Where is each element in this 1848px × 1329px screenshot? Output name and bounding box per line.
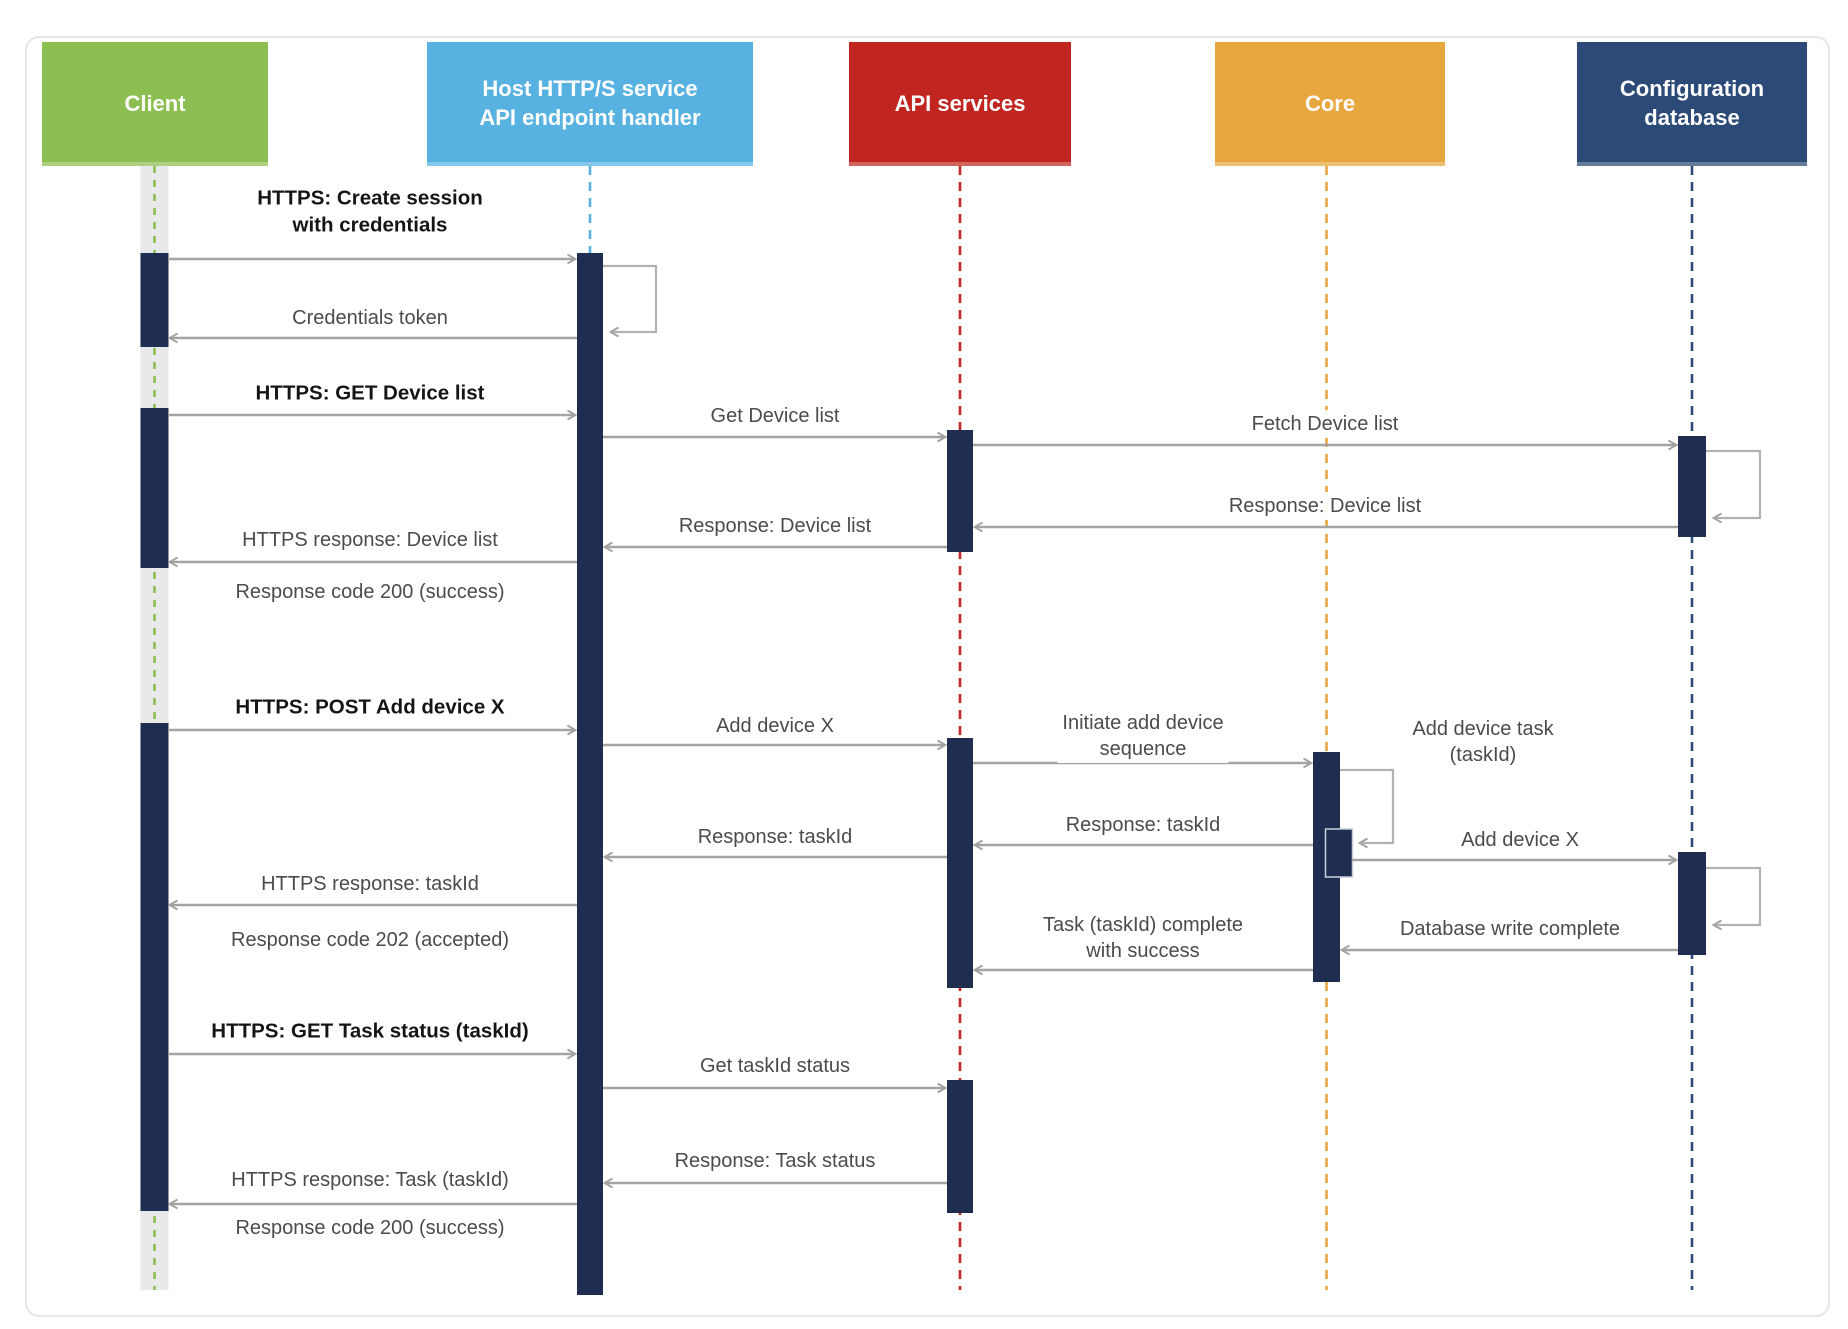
label-https-response-task: HTTPS response: Task (taskId): [226, 1166, 514, 1194]
label-database-write-complete: Database write complete: [1394, 915, 1626, 943]
self-loop-config-fetch: [1706, 449, 1762, 518]
label-response-code-200-b: Response code 200 (success): [230, 1214, 510, 1242]
label-https-get-device-list: HTTPS: GET Device list: [250, 379, 490, 409]
self-loop-host-create-session: [603, 264, 658, 332]
activation-bar-core-nested: [1324, 828, 1354, 878]
activation-bar-api-3: [947, 1080, 973, 1213]
label-credentials-token: Credentials token: [287, 304, 453, 332]
label-response-task-status: Response: Task status: [669, 1147, 881, 1175]
label-https-response-taskid: HTTPS response: taskId: [256, 870, 484, 898]
self-loop-core-add-device-task: [1340, 768, 1395, 843]
activation-bar-client-1: [140, 253, 169, 347]
activation-bar-config-1: [1678, 436, 1706, 537]
label-response-taskid-api: Response: taskId: [692, 823, 858, 851]
label-add-device-task: Add device task (taskId): [1407, 715, 1559, 769]
label-task-complete: Task (taskId) complete with success: [1037, 911, 1249, 965]
activation-bar-api-2: [947, 738, 973, 988]
actor-box-core: Core: [1215, 42, 1445, 166]
label-response-device-list-db: Response: Device list: [1223, 492, 1427, 520]
label-create-session: HTTPS: Create session with credentials: [252, 184, 488, 240]
label-initiate-add-device: Initiate add device sequence: [1057, 709, 1229, 763]
self-loop-config-write: [1706, 866, 1762, 925]
label-add-device-x-host: Add device X: [711, 712, 839, 740]
activation-bar-api-1: [947, 430, 973, 552]
label-https-response-device-list: HTTPS response: Device list: [237, 526, 503, 554]
activation-bar-client-2: [140, 408, 169, 568]
label-response-code-200-a: Response code 200 (success): [230, 578, 510, 606]
actor-box-api: API services: [849, 42, 1071, 166]
label-https-get-task-status: HTTPS: GET Task status (taskId): [206, 1017, 534, 1047]
label-https-post-add-device: HTTPS: POST Add device X: [230, 693, 510, 723]
label-response-code-202: Response code 202 (accepted): [226, 926, 514, 954]
label-fetch-device-list: Fetch Device list: [1246, 410, 1404, 438]
activation-bar-client-3: [140, 723, 169, 1211]
activation-bar-config-2: [1678, 852, 1706, 955]
label-add-device-x-core: Add device X: [1456, 826, 1584, 854]
actor-box-host: Host HTTP/S service API endpoint handler: [427, 42, 753, 166]
actor-box-config: Configuration database: [1577, 42, 1807, 166]
diagram-frame: [25, 36, 1830, 1317]
label-response-device-list-api: Response: Device list: [673, 512, 877, 540]
label-response-taskid-core: Response: taskId: [1060, 811, 1226, 839]
activation-bar-host: [577, 253, 603, 1295]
label-get-taskid-status: Get taskId status: [694, 1052, 856, 1080]
actor-box-client: Client: [42, 42, 268, 166]
label-get-device-list: Get Device list: [705, 402, 845, 430]
